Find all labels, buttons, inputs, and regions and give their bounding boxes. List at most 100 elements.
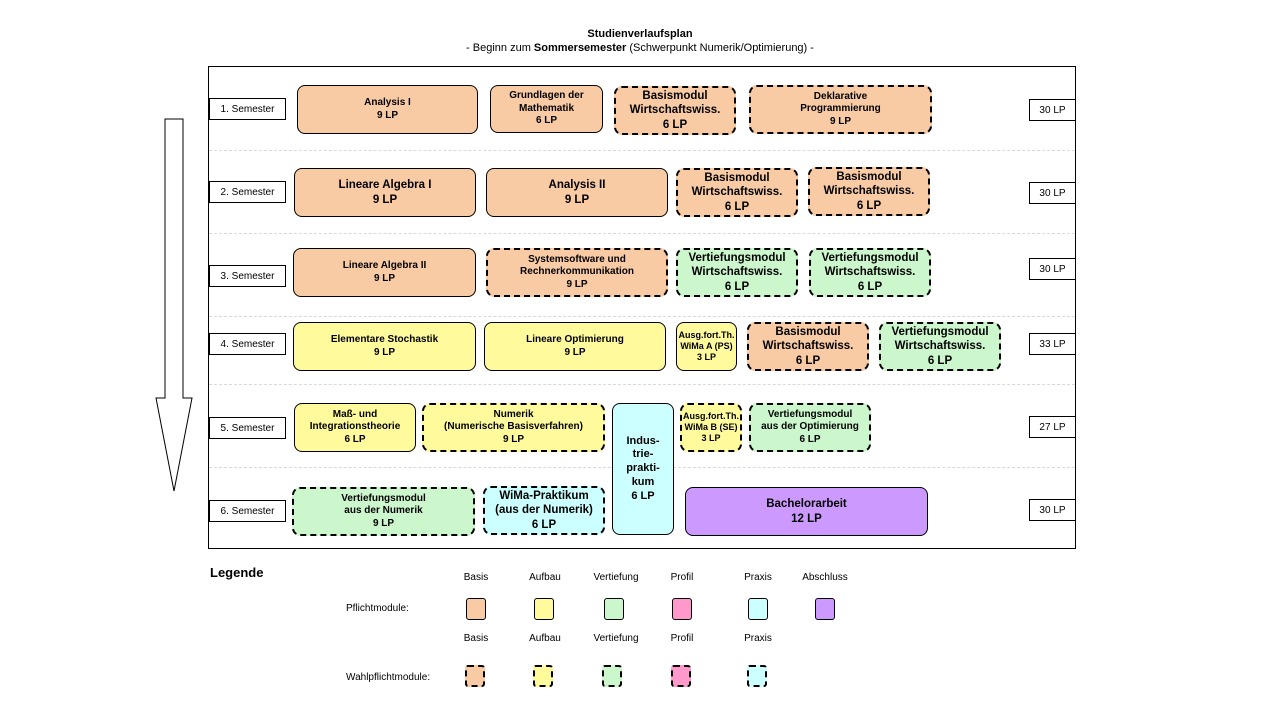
module-lp: 9 LP xyxy=(372,193,398,206)
module-name: Basismodul Wirtschaftswiss. xyxy=(762,325,854,353)
legend-header-aufbau: Aufbau xyxy=(529,572,561,583)
module-name: Vertiefungsmodul Wirtschaftswiss. xyxy=(891,325,989,353)
module-name: Indus- trie- prakti- kum xyxy=(626,434,660,488)
legend-swatch-vertiefung-dashed xyxy=(602,665,622,687)
legend-header-basis: Basis xyxy=(463,633,489,644)
module-lp: 9 LP xyxy=(566,278,588,290)
module-vertiefungsmodul-wiwi: Vertiefungsmodul Wirtschaftswiss. 6 LP xyxy=(676,248,798,297)
subtitle-prefix: - Beginn zum xyxy=(466,42,534,54)
module-lineare-optimierung: Lineare Optimierung 9 LP xyxy=(484,322,666,371)
subtitle-bold: Sommersemester xyxy=(533,42,627,54)
time-arrow-icon xyxy=(155,118,193,492)
plan-frame xyxy=(208,66,1076,549)
legend-header-abschluss: Abschluss xyxy=(802,572,848,583)
module-name: Basismodul Wirtschaftswiss. xyxy=(691,171,783,199)
module-lp: 12 LP xyxy=(791,512,822,525)
module-wima-praktikum: WiMa-Praktikum (aus der Numerik) 6 LP xyxy=(483,486,605,535)
module-name: Grundlagen der Mathematik xyxy=(509,90,584,114)
module-name: Analysis II xyxy=(548,179,606,192)
semester-label-4: 4. Semester xyxy=(209,333,286,355)
legend-swatch-aufbau xyxy=(534,598,554,620)
module-name: Maß- und Integrationstheorie xyxy=(309,408,401,433)
module-basismodul-wiwi: Basismodul Wirtschaftswiss. 6 LP xyxy=(614,86,736,135)
module-vertiefungsmodul-wiwi: Vertiefungsmodul Wirtschaftswiss. 6 LP xyxy=(879,322,1001,371)
module-lp: 6 LP xyxy=(724,200,750,213)
module-name: Vertiefungsmodul Wirtschaftswiss. xyxy=(821,251,919,279)
row-separator xyxy=(209,233,1075,234)
legend-header-profil: Profil xyxy=(670,572,694,583)
module-name: Basismodul Wirtschaftswiss. xyxy=(823,170,915,198)
module-lp: 6 LP xyxy=(799,433,821,445)
module-analysis-2: Analysis II 9 LP xyxy=(486,168,668,217)
module-lp: 9 LP xyxy=(564,193,590,206)
module-name: Lineare Algebra II xyxy=(342,260,427,271)
legend-swatch-aufbau-dashed xyxy=(533,665,553,687)
legend-title: Legende xyxy=(210,565,264,580)
module-elementare-stochastik: Elementare Stochastik 9 LP xyxy=(293,322,476,371)
legend-swatch-abschluss xyxy=(815,598,835,620)
module-lp: 6 LP xyxy=(631,489,655,502)
legend-header-vertiefung: Vertiefung xyxy=(593,633,639,644)
module-name: Basismodul Wirtschaftswiss. xyxy=(629,89,721,117)
semester-lp-5: 27 LP xyxy=(1029,416,1076,438)
module-name: Vertiefungsmodul Wirtschaftswiss. xyxy=(688,251,786,279)
legend-header-aufbau: Aufbau xyxy=(529,633,561,644)
module-name: Deklarative Programmierung xyxy=(800,90,881,115)
module-lp: 9 LP xyxy=(376,109,399,121)
module-basismodul-wiwi: Basismodul Wirtschaftswiss. 6 LP xyxy=(808,167,930,216)
legend-row-pflicht-label: Pflichtmodule: xyxy=(346,603,409,614)
module-lp: 6 LP xyxy=(857,280,883,293)
legend-header-praxis: Praxis xyxy=(744,572,772,583)
module-lineare-algebra-1: Lineare Algebra I 9 LP xyxy=(294,168,476,217)
module-lp: 6 LP xyxy=(535,115,558,127)
module-name: Lineare Optimierung xyxy=(526,334,624,345)
module-lineare-algebra-2: Lineare Algebra II 9 LP xyxy=(293,248,476,297)
module-name: Analysis I xyxy=(364,97,411,108)
module-lp: 9 LP xyxy=(372,517,395,529)
semester-lp-3: 30 LP xyxy=(1029,258,1076,280)
module-ausg-fort-th-wima-b: Ausg.fort.Th. WiMa B (SE) 3 LP xyxy=(680,403,742,452)
module-lp: 6 LP xyxy=(795,354,821,367)
module-name: Ausg.fort.Th. WiMa B (SE) xyxy=(683,410,739,432)
module-name: Ausg.fort.Th. WiMa A (PS) xyxy=(678,329,735,351)
module-lp: 6 LP xyxy=(927,354,953,367)
module-bachelorarbeit: Bachelorarbeit 12 LP xyxy=(685,487,928,536)
module-analysis-1: Analysis I 9 LP xyxy=(297,85,478,134)
module-name: WiMa-Praktikum (aus der Numerik) xyxy=(495,489,593,517)
page-title: Studienverlaufsplan xyxy=(587,28,693,40)
module-lp: 9 LP xyxy=(829,115,852,127)
semester-label-2: 2. Semester xyxy=(209,181,286,203)
module-name: Vertiefungsmodul aus der Optimierung xyxy=(761,408,859,433)
module-name: Systemsoftware und Rechnerkommunikation xyxy=(520,253,634,278)
module-systemsoftware: Systemsoftware und Rechnerkommunikation … xyxy=(486,248,668,297)
module-numerik: Numerik (Numerische Basisverfahren) 9 LP xyxy=(422,403,605,452)
legend-swatch-profil-dashed xyxy=(671,665,691,687)
semester-lp-6: 30 LP xyxy=(1029,499,1076,521)
module-vertiefungsmodul-numerik: Vertiefungsmodul aus der Numerik 9 LP xyxy=(292,487,475,536)
row-separator xyxy=(209,316,1075,317)
module-lp: 6 LP xyxy=(724,280,750,293)
semester-label-6: 6. Semester xyxy=(209,500,286,522)
semester-label-3: 3. Semester xyxy=(209,265,286,287)
semester-label-1: 1. Semester xyxy=(209,98,286,120)
semester-lp-4: 33 LP xyxy=(1029,333,1076,355)
legend-swatch-profil xyxy=(672,598,692,620)
subtitle-suffix: (Schwerpunkt Numerik/Optimierung) - xyxy=(626,42,814,54)
legend-header-vertiefung: Vertiefung xyxy=(593,572,639,583)
module-mass-integrationstheorie: Maß- und Integrationstheorie 6 LP xyxy=(294,403,416,452)
module-lp: 6 LP xyxy=(531,518,557,531)
module-lp: 6 LP xyxy=(856,199,882,212)
semester-lp-2: 30 LP xyxy=(1029,182,1076,204)
legend-header-praxis: Praxis xyxy=(744,633,772,644)
module-lp: 3 LP xyxy=(696,352,716,363)
module-name: Vertiefungsmodul aus der Numerik xyxy=(341,492,426,517)
module-lp: 9 LP xyxy=(373,346,396,358)
module-deklarative-programmierung: Deklarative Programmierung 9 LP xyxy=(749,85,932,134)
module-lp: 9 LP xyxy=(373,272,396,284)
module-vertiefungsmodul-wiwi: Vertiefungsmodul Wirtschaftswiss. 6 LP xyxy=(809,248,931,297)
legend-swatch-praxis-dashed xyxy=(747,665,767,687)
legend-swatch-basis-dashed xyxy=(465,665,485,687)
module-lp: 3 LP xyxy=(701,433,721,444)
module-basismodul-wiwi: Basismodul Wirtschaftswiss. 6 LP xyxy=(747,322,869,371)
legend-swatch-vertiefung xyxy=(604,598,624,620)
